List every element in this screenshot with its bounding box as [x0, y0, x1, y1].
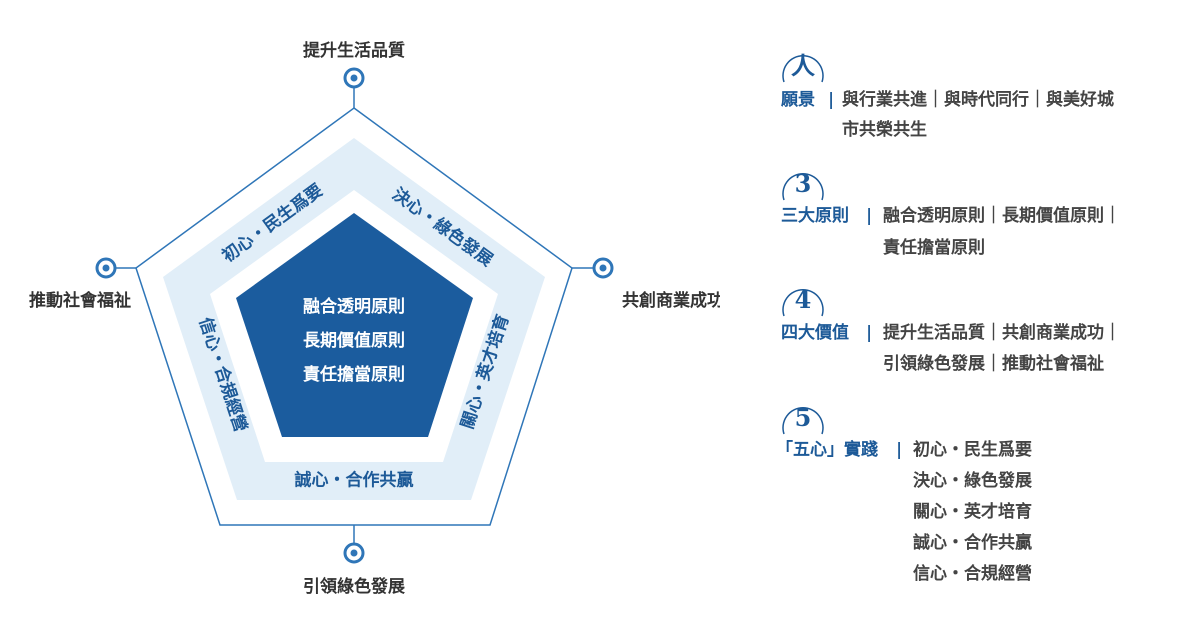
principles-line: 責任擔當原則	[883, 238, 985, 258]
values-badge-number: 4	[794, 285, 812, 314]
vision-line: 市共榮共生	[842, 120, 927, 140]
separator: |	[828, 90, 835, 110]
core-principle: 長期價值原則	[303, 330, 405, 351]
pentagon-diagram: 提升生活品質 共創商業成功 引領綠色發展 推動社會福祉 初心・民生爲要 決心・綠…	[29, 40, 720, 597]
vertex-label-left: 推動社會福祉	[29, 290, 131, 311]
half-circle-icon	[782, 407, 824, 435]
core-principle: 融合透明原則	[303, 296, 405, 317]
vision-badge-glyph: 人	[791, 51, 815, 80]
principles-label: 三大原則	[781, 206, 849, 226]
values-line: 引領綠色發展｜推動社會福祉	[883, 354, 1104, 374]
target-dot-icon	[343, 542, 365, 564]
vision-badge: 人	[781, 46, 825, 90]
values-label: 四大價值	[781, 323, 849, 343]
core-pentagon	[236, 213, 473, 437]
half-circle-icon	[782, 289, 824, 317]
values-line: 提升生活品質｜共創商業成功｜	[883, 323, 1121, 343]
practice-item: 初心・民生爲要	[913, 440, 1032, 460]
practice-item: 信心・合規經營	[913, 564, 1032, 584]
practice-item: 關心・英才培育	[913, 502, 1032, 522]
band-label-bottom: 誠心・合作共贏	[295, 470, 414, 491]
vertex-label-bottom: 引領綠色發展	[303, 576, 405, 597]
practice-badge-number: 5	[794, 403, 812, 432]
principles-badge-number: 3	[794, 169, 812, 198]
vision-label: 願景	[781, 90, 815, 110]
target-dot-icon	[592, 257, 614, 279]
values-badge: 4	[781, 280, 825, 324]
principles-line: 融合透明原則｜長期價值原則｜	[883, 206, 1121, 226]
separator: |	[896, 440, 903, 460]
separator: |	[866, 206, 873, 226]
target-dot-icon	[95, 257, 117, 279]
practice-item: 誠心・合作共贏	[913, 533, 1032, 553]
practice-label: 「五心」實踐	[776, 440, 878, 460]
outer-pentagon-outline	[135, 107, 573, 526]
separator: |	[866, 323, 873, 343]
half-circle-icon	[782, 55, 824, 83]
practice-item: 決心・綠色發展	[913, 471, 1032, 491]
vertex-label-right: 共創商業成功	[622, 290, 720, 311]
principles-badge: 3	[781, 164, 825, 208]
core-principle: 責任擔當原則	[303, 364, 405, 385]
practice-badge: 5	[781, 398, 825, 442]
vision-line: 與行業共進｜與時代同行｜與美好城	[842, 90, 1114, 110]
target-dot-icon	[343, 67, 365, 89]
half-circle-icon	[782, 173, 824, 201]
vertex-label-top: 提升生活品質	[303, 40, 405, 61]
